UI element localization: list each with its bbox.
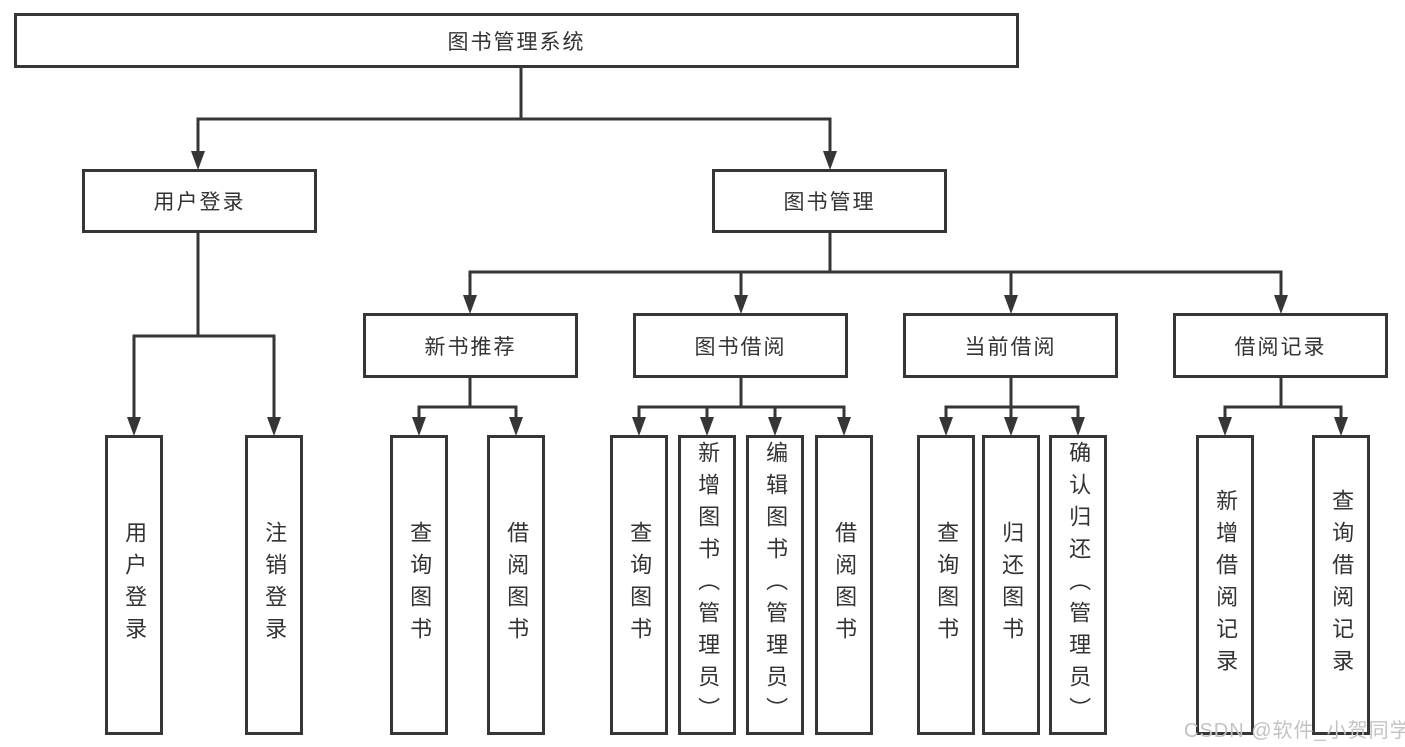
- node-root-label: 图书管理系统: [447, 30, 586, 54]
- leaf-user-login: 用户登录: [105, 435, 163, 735]
- leaf-confirm-return-admin-label: 确认归还（管理员）: [1066, 441, 1092, 729]
- leaf-user-login-label: 用户登录: [122, 521, 148, 649]
- node-current-borrowing: 当前借阅: [903, 313, 1118, 378]
- leaf-borrow-books-borrowing-label: 借阅图书: [832, 521, 858, 649]
- leaf-logout-login: 注销登录: [245, 435, 303, 735]
- node-root: 图书管理系统: [14, 13, 1019, 68]
- node-borrowing-records: 借阅记录: [1173, 313, 1388, 378]
- leaf-query-books-current: 查询图书: [917, 435, 975, 735]
- node-new-book-recommend-label: 新书推荐: [424, 335, 517, 359]
- node-new-book-recommend: 新书推荐: [363, 313, 578, 378]
- leaf-add-book-admin: 新增图书（管理员）: [678, 435, 736, 735]
- leaf-query-borrow-record-label: 查询借阅记录: [1329, 489, 1355, 681]
- leaf-add-book-admin-label: 新增图书（管理员）: [695, 441, 721, 729]
- leaf-return-books-label: 归还图书: [999, 521, 1025, 649]
- leaf-borrow-books-recommend-label: 借阅图书: [504, 521, 530, 649]
- node-current-borrowing-label: 当前借阅: [964, 335, 1057, 359]
- leaf-query-books-borrowing: 查询图书: [610, 435, 668, 735]
- node-book-management: 图书管理: [712, 169, 947, 233]
- node-book-borrowing: 图书借阅: [633, 313, 848, 378]
- node-book-management-label: 图书管理: [783, 191, 876, 214]
- leaf-add-borrow-record: 新增借阅记录: [1196, 435, 1254, 735]
- leaf-add-borrow-record-label: 新增借阅记录: [1213, 489, 1239, 681]
- node-book-borrowing-label: 图书借阅: [694, 335, 787, 359]
- node-user-login-label: 用户登录: [153, 191, 246, 214]
- leaf-edit-book-admin: 编辑图书（管理员）: [746, 435, 804, 735]
- node-borrowing-records-label: 借阅记录: [1234, 335, 1327, 359]
- node-user-login: 用户登录: [82, 169, 317, 233]
- leaf-edit-book-admin-label: 编辑图书（管理员）: [763, 441, 789, 729]
- leaf-query-books-recommend-label: 查询图书: [407, 521, 433, 649]
- leaf-borrow-books-recommend: 借阅图书: [487, 435, 545, 735]
- leaf-confirm-return-admin: 确认归还（管理员）: [1049, 435, 1107, 735]
- leaf-query-borrow-record: 查询借阅记录: [1312, 435, 1370, 735]
- leaf-query-books-current-label: 查询图书: [934, 521, 960, 649]
- leaf-query-books-borrowing-label: 查询图书: [627, 521, 653, 649]
- leaf-logout-login-label: 注销登录: [262, 521, 288, 649]
- leaf-return-books: 归还图书: [982, 435, 1040, 735]
- csdn-watermark: CSDN @软件_小贺同学: [1184, 720, 1405, 742]
- leaf-borrow-books-borrowing: 借阅图书: [815, 435, 873, 735]
- leaf-query-books-recommend: 查询图书: [390, 435, 448, 735]
